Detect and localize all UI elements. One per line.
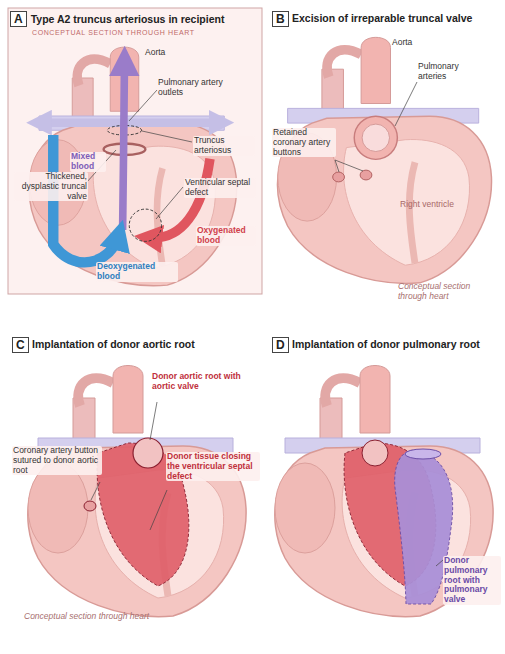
leader-line bbox=[436, 560, 443, 566]
panel-title: Excision of irreparable truncal valve bbox=[292, 12, 497, 24]
mixed-blood-arrow bbox=[123, 61, 125, 230]
leader-line bbox=[395, 82, 417, 126]
callout-label: Coronary artery button sutured to donor … bbox=[12, 446, 102, 475]
panel-letter: A bbox=[10, 11, 27, 27]
coronary-button bbox=[333, 172, 345, 182]
callout-label: Retained coronary artery buttons bbox=[272, 128, 336, 157]
callout-label: Donor aortic root with aortic valve bbox=[152, 372, 252, 392]
panel-title: Type A2 truncus arteriosus in recipient bbox=[31, 13, 225, 25]
callout-label: Pulmonary artery outlets bbox=[158, 78, 228, 98]
aortic-valve bbox=[362, 440, 388, 466]
callout-label: Conceptual section through heart bbox=[398, 282, 493, 302]
callout-label: Deoxygenated blood bbox=[96, 262, 178, 282]
panel-background bbox=[8, 8, 262, 294]
leader-line bbox=[142, 131, 192, 142]
pulmonary-flow-arrow bbox=[126, 118, 221, 127]
callout-label: Aorta bbox=[392, 38, 412, 48]
panel-heading: A Type A2 truncus arteriosus in recipient… bbox=[10, 11, 260, 36]
callout-label: Oxygenated blood bbox=[196, 226, 256, 246]
coronary-button bbox=[84, 501, 96, 511]
panel-title: Implantation of donor pulmonary root bbox=[292, 338, 497, 350]
heart-shape bbox=[28, 366, 246, 617]
callout-label: Donor pulmonary root with pulmonary valv… bbox=[443, 556, 501, 605]
leader-line bbox=[129, 90, 157, 121]
aortic-root-heart bbox=[28, 366, 246, 617]
leader-lines bbox=[86, 82, 443, 566]
heading-row: A Type A2 truncus arteriosus in recipient bbox=[10, 11, 260, 27]
callout-label: Pulmonary arteries bbox=[418, 62, 488, 82]
panel-letter: B bbox=[272, 11, 289, 27]
leader-line bbox=[335, 160, 363, 171]
leader-line bbox=[156, 187, 183, 219]
leader-line bbox=[335, 160, 339, 172]
coronary-button bbox=[360, 170, 372, 180]
callout-label: Conceptual section through heart bbox=[24, 612, 149, 622]
aortic-valve bbox=[133, 438, 163, 468]
leader-line bbox=[150, 402, 157, 440]
leader-line bbox=[150, 490, 167, 530]
callout-label: Donor tissue closing the ventricular sep… bbox=[166, 452, 260, 481]
open-root bbox=[354, 116, 397, 159]
callout-label: Aorta bbox=[145, 48, 165, 58]
excised-heart bbox=[278, 37, 492, 283]
open-root-lumen bbox=[362, 124, 389, 151]
pulmonary-valve bbox=[405, 449, 441, 459]
panel-letter: D bbox=[272, 337, 289, 353]
vsd-outline bbox=[129, 209, 161, 241]
panel-subtitle: CONCEPTUAL SECTION THROUGH HEART bbox=[32, 29, 260, 36]
callout-label: Ventricular septal defect bbox=[184, 178, 256, 198]
callout-label: Mixed blood bbox=[70, 152, 106, 172]
callout-label: Right ventricle bbox=[400, 200, 454, 210]
recipient-heart bbox=[29, 47, 236, 286]
heart-shape bbox=[278, 37, 492, 283]
pulmonary-flow-arrow bbox=[39, 118, 126, 127]
heart-shape bbox=[29, 47, 236, 286]
callout-label: Thickened, dysplastic truncal valve bbox=[14, 172, 88, 201]
leader-line bbox=[91, 482, 100, 500]
panel-title: Implantation of donor aortic root bbox=[32, 338, 257, 350]
panel-letter: C bbox=[12, 337, 29, 353]
callout-label: Truncus arteriosus bbox=[193, 136, 255, 156]
